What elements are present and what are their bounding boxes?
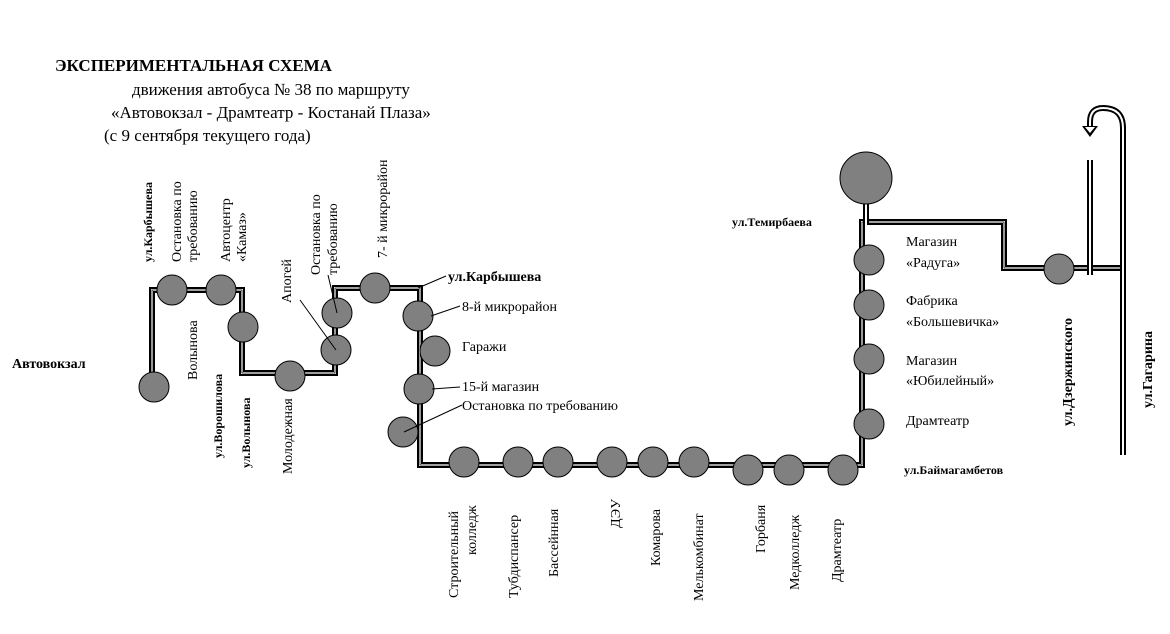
street-baimagambetov: ул.Баймагамбетов xyxy=(904,463,1004,477)
street-temirbaeva: ул.Темирбаева xyxy=(732,215,812,229)
stop-bassein xyxy=(542,446,574,478)
scheme-subtitle-1: движения автобуса № 38 по маршруту xyxy=(132,80,410,99)
label-stroit-line2: колледж xyxy=(465,505,480,555)
label-ostanovka-3: Остановка по требованию xyxy=(462,399,618,414)
stop-yubileiny xyxy=(853,343,885,375)
label-ostanovka-1-line1: Остановка по xyxy=(170,181,185,262)
scheme-subtitle-2: «Автовокзал - Драмтеатр - Костанай Плаза… xyxy=(111,103,431,122)
stop-dramteatr-bottom xyxy=(827,454,859,486)
stop-molodezhnaya xyxy=(274,360,306,392)
stop-mkr8 xyxy=(402,300,434,332)
stop-dzerzhinskogo xyxy=(1043,253,1075,285)
label-tubdispanser: Тубдиспансер xyxy=(507,515,522,598)
stop-kostanai-plaza xyxy=(839,151,893,205)
label-ostanovka-1-line2: требованию xyxy=(186,190,201,262)
stop-deu xyxy=(596,446,628,478)
stop-komarova xyxy=(637,446,669,478)
stops xyxy=(138,151,1075,486)
stop-stroit xyxy=(448,446,480,478)
stop-melkombinat xyxy=(678,446,710,478)
label-avtocentr-line2: «Камаз» xyxy=(235,212,250,262)
label-dramteatr-bottom: Драмтеатр xyxy=(830,519,845,582)
stop-tubdispanser xyxy=(502,446,534,478)
street-karbysheva-horizontal: ул.Карбышева xyxy=(448,270,541,285)
street-karbysheva-vertical: ул.Карбышева xyxy=(141,182,155,262)
label-ostanovka-2-line2: требованию xyxy=(326,203,341,275)
label-stroit-line1: Строительный xyxy=(447,510,462,598)
street-voroshilova: ул.Ворошилова xyxy=(211,374,225,458)
label-volynova: Волынова xyxy=(186,320,201,380)
stop-avtovokzal xyxy=(138,371,170,403)
label-medkolledzh: Медколледж xyxy=(788,515,803,590)
label-komarova: Комарова xyxy=(649,508,664,566)
label-raduga-line2: «Радуга» xyxy=(906,256,960,271)
label-bassein: Бассейнная xyxy=(547,508,562,577)
label-melkombinat: Мелькомбинат xyxy=(692,513,707,601)
stop-dramteatr xyxy=(853,408,885,440)
stop-medkolledzh xyxy=(773,454,805,486)
route-line xyxy=(149,145,1126,468)
street-volynova: ул.Волынова xyxy=(239,398,253,468)
label-avtocentr-line1: Автоцентр xyxy=(219,198,234,262)
label-mkr7: 7- й микрорайон xyxy=(376,159,391,258)
label-deu: ДЭУ xyxy=(609,499,624,528)
stop-magazin15 xyxy=(403,373,435,405)
stop-raduga xyxy=(853,244,885,276)
stop-volynova xyxy=(227,311,259,343)
stop-ostanovka-1 xyxy=(156,274,188,306)
label-pointers xyxy=(299,274,463,433)
u-turn-arrow-icon xyxy=(1082,104,1126,155)
stop-bolshevichka xyxy=(853,289,885,321)
label-gorbanya: Горбаня xyxy=(754,504,769,553)
label-bolshevichka-line1: Фабрика xyxy=(906,294,958,309)
label-raduga-line1: Магазин xyxy=(906,235,958,250)
label-ostanovka-2-line1: Остановка по xyxy=(309,194,324,275)
terminal-label: Автовокзал xyxy=(12,357,86,372)
street-gagarina: ул.Гагарина xyxy=(1141,331,1156,408)
label-yubileiny-line2: «Юбилейный» xyxy=(906,374,994,389)
stop-ostanovka-3 xyxy=(387,416,419,448)
label-dramteatr: Драмтеатр xyxy=(906,414,969,429)
label-magazin15: 15-й магазин xyxy=(462,380,540,395)
stop-mkr7 xyxy=(359,272,391,304)
label-yubileiny-line1: Магазин xyxy=(906,354,958,369)
stop-avtocentr xyxy=(205,274,237,306)
scheme-subtitle-3: (с 9 сентября текущего года) xyxy=(104,126,311,145)
label-apogei: Апогей xyxy=(280,259,295,303)
route-segment-west xyxy=(149,219,1123,468)
stop-garazhi xyxy=(419,335,451,367)
stop-gorbanya xyxy=(732,454,764,486)
scheme-title: ЭКСПЕРИМЕНТАЛЬНАЯ СХЕМА xyxy=(55,56,333,75)
label-molodezhnaya: Молодежная xyxy=(281,398,296,474)
street-dzerzhinskogo: ул.Дзержинского xyxy=(1061,318,1076,426)
label-garazhi: Гаражи xyxy=(462,340,507,355)
label-mkr8: 8-й микрорайон xyxy=(462,300,558,315)
label-bolshevichka-line2: «Большевичка» xyxy=(906,315,999,330)
